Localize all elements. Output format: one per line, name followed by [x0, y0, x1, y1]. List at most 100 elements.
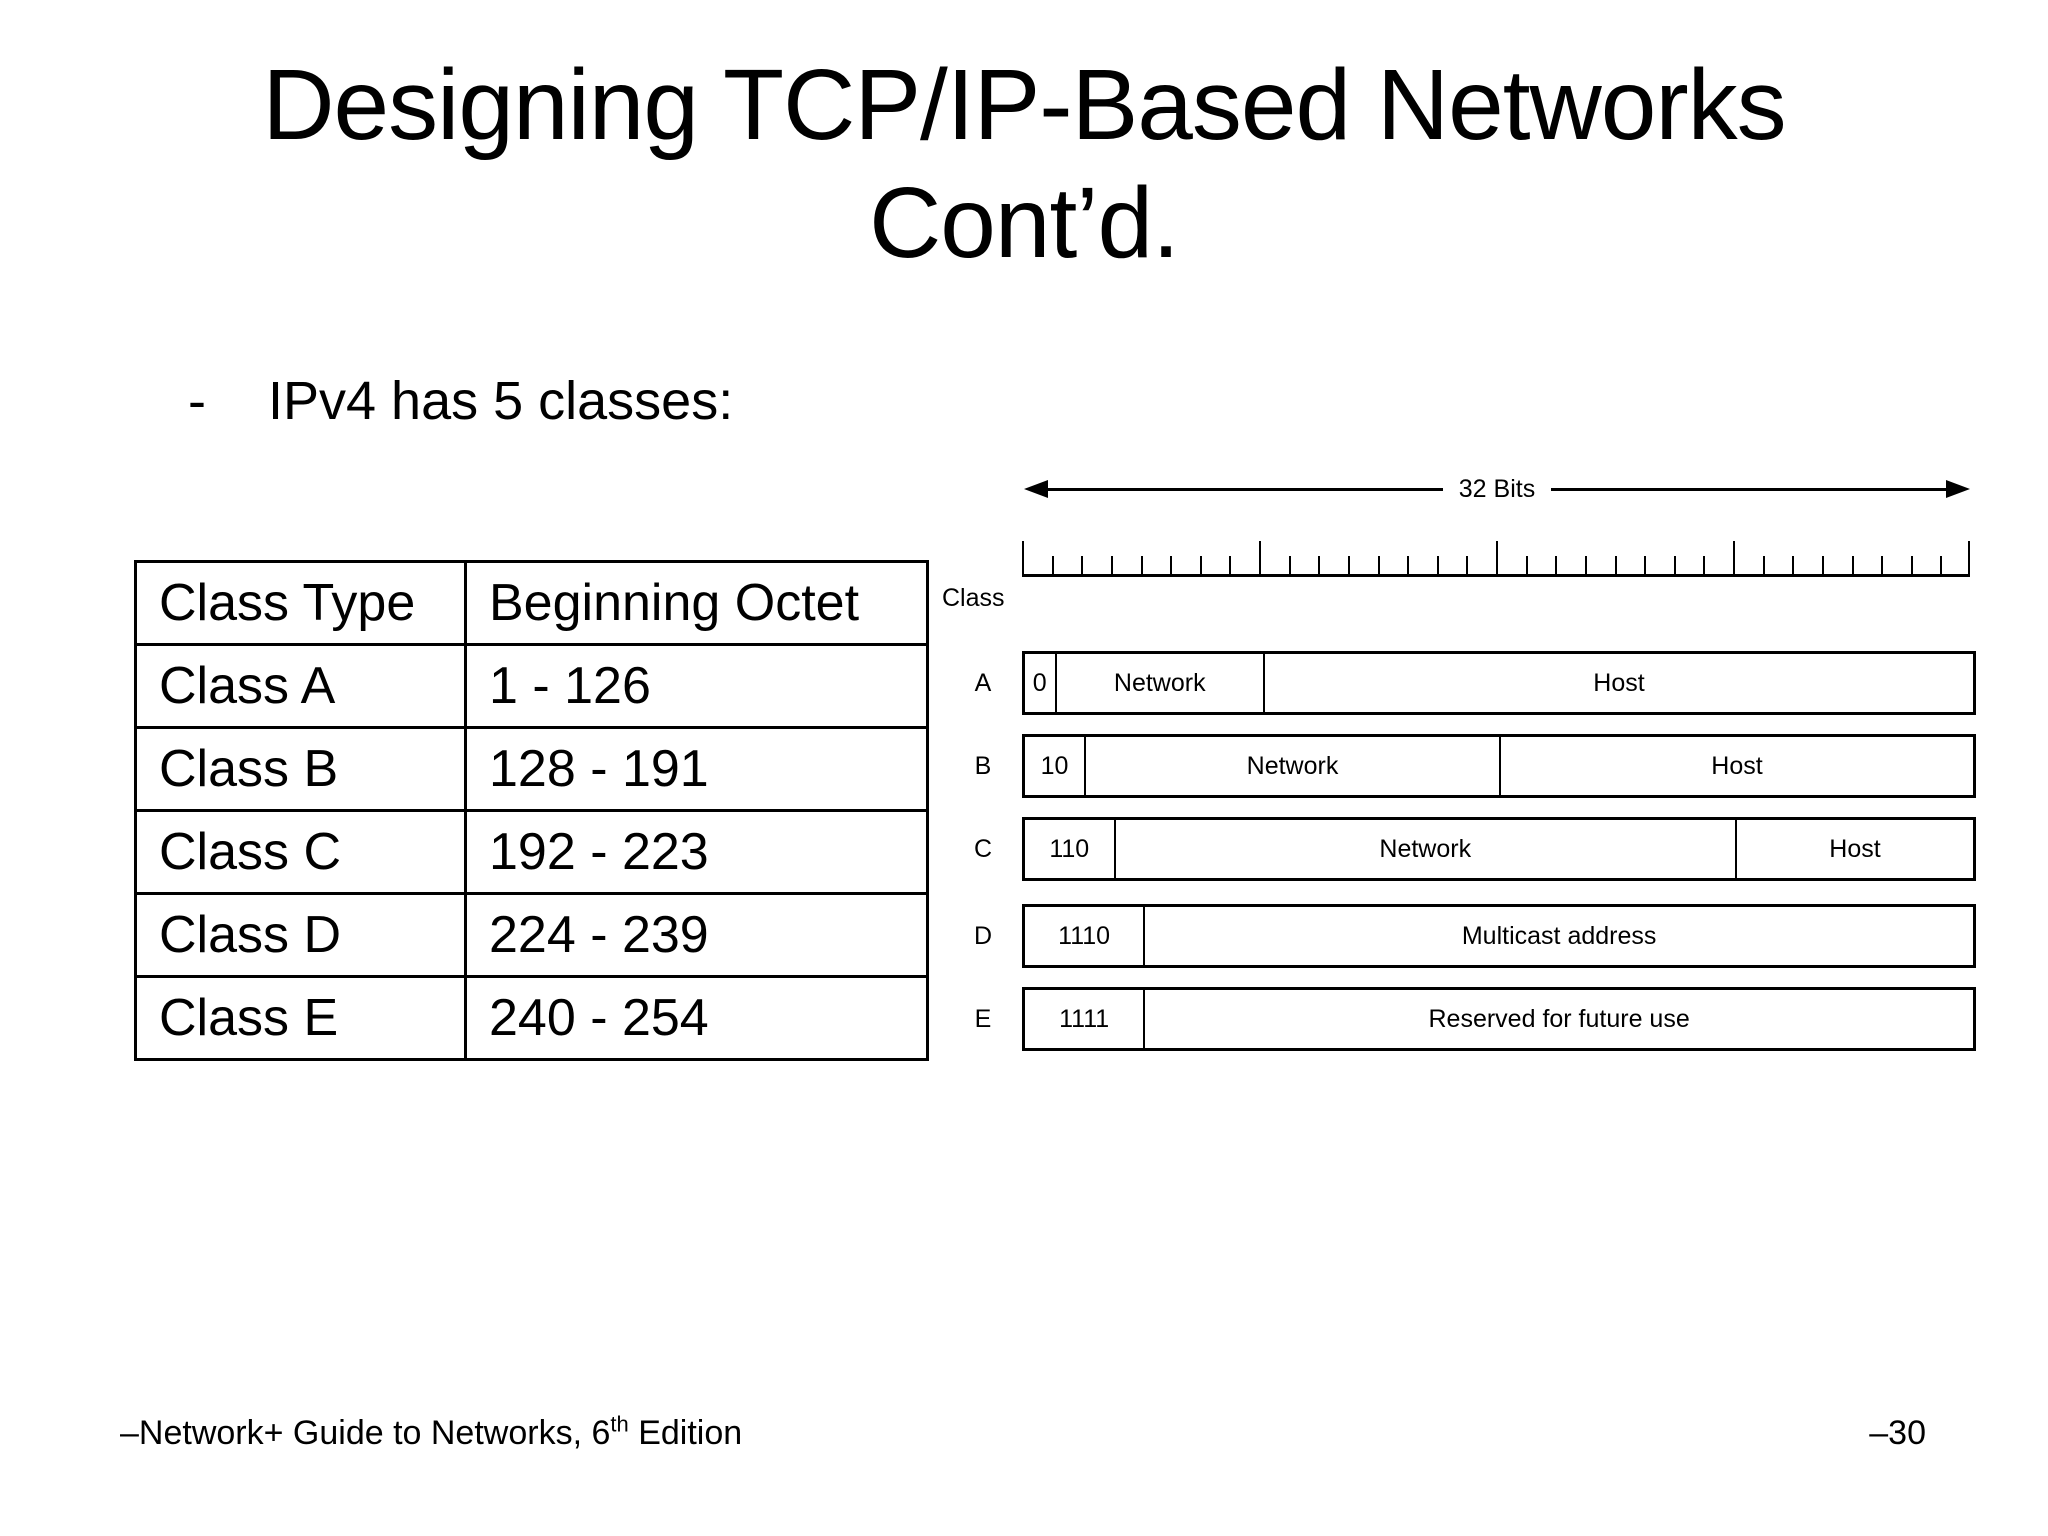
ruler-tick	[1881, 556, 1883, 574]
ruler-tick	[1466, 556, 1468, 574]
prefix-bits-cell: 1110	[1025, 907, 1146, 965]
ruler-tick	[1496, 541, 1498, 574]
table-cell: 240 - 254	[464, 975, 929, 1061]
diagram-row-class-d: D 1110 Multicast address	[944, 904, 1976, 968]
ruler-tick	[1644, 556, 1646, 574]
table-cell: Class C	[134, 809, 467, 895]
prefix-bits-cell: 0	[1025, 654, 1057, 712]
prefix-bits-cell: 10	[1025, 737, 1086, 795]
field-cell: Network	[1116, 820, 1737, 878]
bit-ruler	[1022, 540, 1970, 577]
table-cell: Class E	[134, 975, 467, 1061]
ruler-tick	[1674, 556, 1676, 574]
ruler-tick	[1555, 556, 1557, 574]
ruler-tick	[1052, 556, 1054, 574]
ruler-tick	[1437, 556, 1439, 574]
ruler-tick	[1318, 556, 1320, 574]
slide-title: Designing TCP/IP-Based Networks Cont’d.	[0, 46, 2048, 282]
ruler-tick	[1229, 556, 1231, 574]
table-cell: Class A	[134, 643, 467, 729]
table-header-cell-class-type: Class Type	[134, 560, 467, 646]
ruler-tick	[1822, 556, 1824, 574]
prefix-bits-cell: 1111	[1025, 990, 1146, 1048]
slide-title-line-2: Cont’d.	[869, 167, 1180, 279]
field-cell: Network	[1086, 737, 1501, 795]
ruler-tick	[1170, 556, 1172, 574]
arrow-line-left	[1048, 487, 1443, 491]
bullet-marker: -	[188, 371, 206, 431]
field-cell: Reserved for future use	[1428, 1004, 1690, 1033]
ruler-tick	[1200, 556, 1202, 574]
diagram-row-class-e: E 1111 Reserved for future use	[944, 987, 1976, 1051]
ruler-tick	[1940, 556, 1942, 574]
bits-span-arrow: 32 Bits	[1024, 474, 1970, 503]
ruler-tick	[1022, 541, 1024, 574]
ruler-tick	[1585, 556, 1587, 574]
ruler-tick	[1407, 556, 1409, 574]
table-cell: Class B	[134, 726, 467, 812]
field-cell: Host	[1829, 834, 1881, 863]
ruler-tick	[1526, 556, 1528, 574]
table-cell: 1 - 126	[464, 643, 929, 729]
table-cell: 224 - 239	[464, 892, 929, 978]
field-cell: Multicast address	[1461, 921, 1657, 950]
bullet-text: IPv4 has 5 classes:	[267, 371, 734, 431]
class-axis-label: Class	[942, 584, 1005, 612]
field-cell: Network	[1057, 654, 1265, 712]
diagram-row-letter: C	[973, 834, 993, 863]
arrowhead-right-icon	[1946, 480, 1970, 498]
diagram-row-letter: A	[974, 668, 992, 697]
ruler-tick	[1911, 556, 1913, 574]
ruler-tick	[1852, 556, 1854, 574]
arrow-line-right	[1551, 487, 1946, 491]
field-cell: Host	[1711, 751, 1763, 780]
ruler-tick	[1792, 556, 1794, 574]
table-cell: 192 - 223	[464, 809, 929, 895]
bits-label: 32 Bits	[1458, 474, 1536, 503]
prefix-bits-cell: 110	[1025, 820, 1116, 878]
ruler-tick	[1703, 556, 1705, 574]
slide-title-line-1: Designing TCP/IP-Based Networks	[262, 49, 1786, 161]
table-cell: 128 - 191	[464, 726, 929, 812]
ruler-tick	[1259, 541, 1261, 574]
ruler-tick	[1081, 556, 1083, 574]
ruler-tick	[1348, 556, 1350, 574]
table-header-cell-beginning-octet: Beginning Octet	[464, 560, 929, 646]
footer-citation-suffix: Edition	[628, 1414, 743, 1452]
diagram-row-letter: E	[974, 1004, 992, 1033]
footer-citation-prefix: –Network+ Guide to Networks, 6	[120, 1414, 611, 1452]
arrowhead-left-icon	[1024, 480, 1048, 498]
footer-citation: –Network+ Guide to Networks, 6th Edition	[120, 1411, 743, 1453]
diagram-row-letter: B	[974, 751, 992, 780]
ruler-tick	[1615, 556, 1617, 574]
ruler-tick	[1968, 541, 1970, 574]
page-number: –30	[1869, 1414, 1926, 1452]
diagram-row-box: 1110 Multicast address	[1022, 904, 1976, 968]
ruler-tick	[1733, 541, 1735, 574]
diagram-row-box: 1111 Reserved for future use	[1022, 987, 1976, 1051]
ruler-tick	[1763, 556, 1765, 574]
diagram-row-letter: D	[973, 921, 993, 950]
ruler-tick	[1289, 556, 1291, 574]
ruler-tick	[1378, 556, 1380, 574]
bullet-line: - IPv4 has 5 classes:	[188, 370, 733, 432]
table-cell: Class D	[134, 892, 467, 978]
ruler-tick	[1141, 556, 1143, 574]
table-header-row: Class Type Beginning Octet	[134, 560, 929, 646]
ruler-tick	[1111, 556, 1113, 574]
footer-citation-superscript: th	[610, 1411, 629, 1437]
field-cell: Host	[1593, 668, 1645, 697]
